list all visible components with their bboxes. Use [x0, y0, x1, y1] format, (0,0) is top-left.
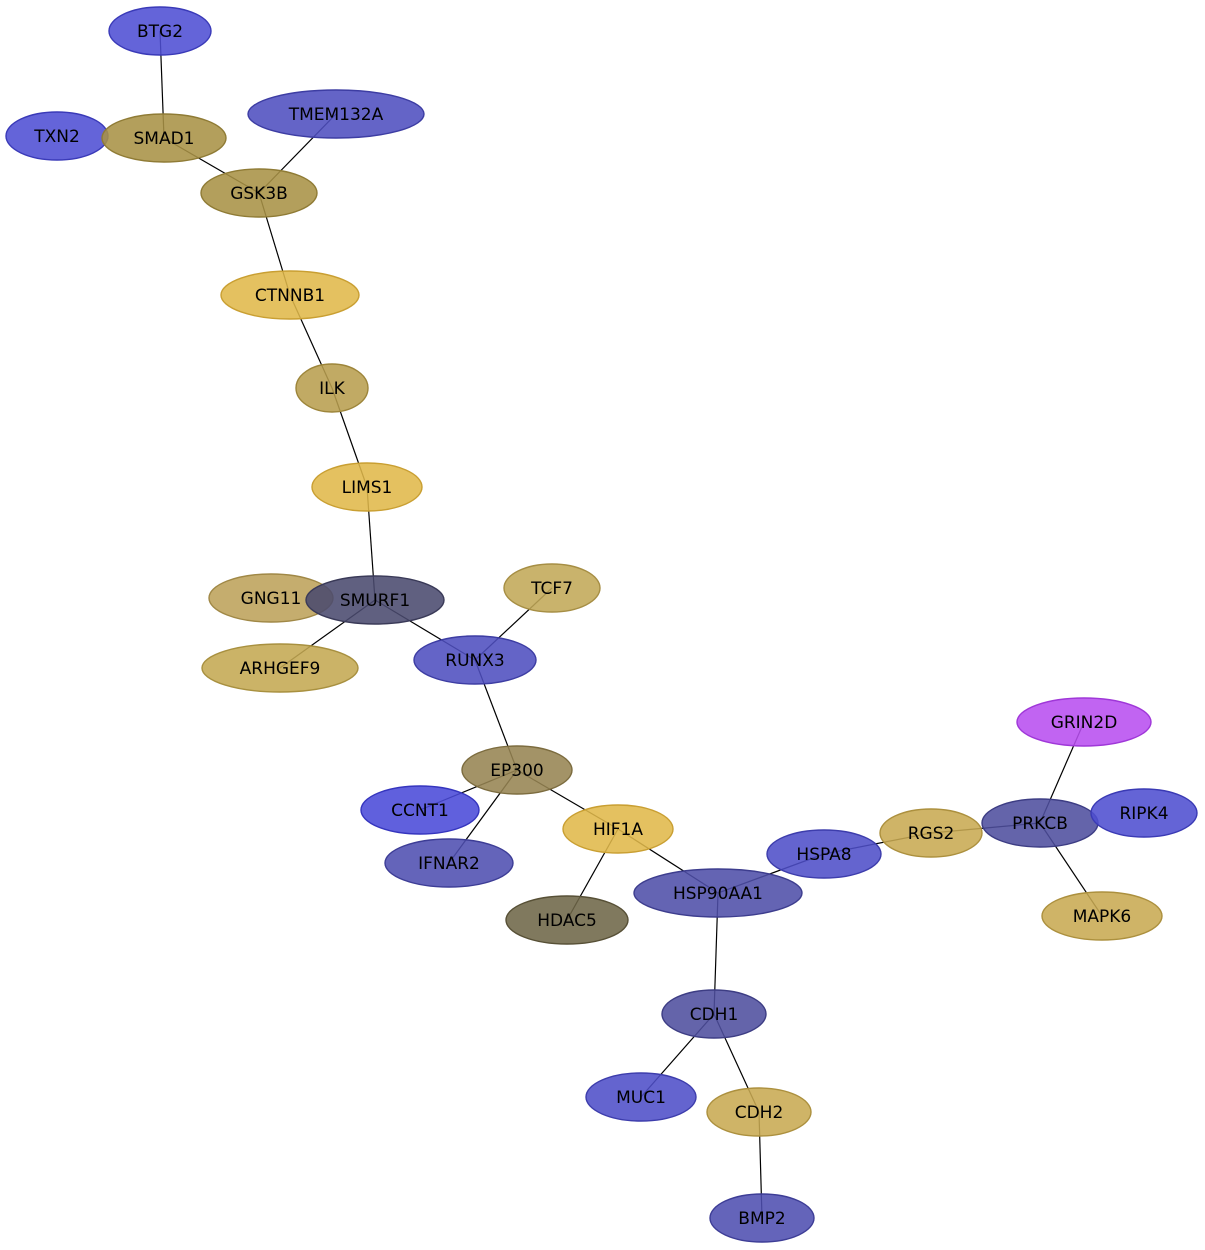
- node-ctnnb1[interactable]: CTNNB1: [220, 270, 360, 320]
- node-label-ifnar2: IFNAR2: [418, 854, 480, 874]
- node-ifnar2[interactable]: IFNAR2: [384, 838, 514, 888]
- node-label-tmem132a: TMEM132A: [288, 105, 384, 125]
- node-label-bmp2: BMP2: [738, 1209, 785, 1229]
- node-txn2[interactable]: TXN2: [5, 111, 109, 161]
- node-ripk4[interactable]: RIPK4: [1090, 788, 1198, 838]
- node-hdac5[interactable]: HDAC5: [505, 895, 629, 945]
- node-label-runx3: RUNX3: [445, 651, 504, 671]
- node-shape-smad1[interactable]: [101, 113, 227, 163]
- node-shape-ilk[interactable]: [295, 363, 369, 413]
- node-shape-bmp2[interactable]: [709, 1193, 815, 1243]
- node-tmem132a[interactable]: TMEM132A: [247, 89, 425, 139]
- node-label-grin2d: GRIN2D: [1051, 713, 1118, 733]
- node-shape-hsp90aa1[interactable]: [633, 868, 803, 918]
- node-arhgef9[interactable]: ARHGEF9: [201, 643, 359, 693]
- node-shape-ctnnb1[interactable]: [220, 270, 360, 320]
- node-label-txn2: TXN2: [33, 127, 80, 147]
- node-label-rgs2: RGS2: [908, 824, 955, 844]
- node-shape-cdh2[interactable]: [706, 1087, 812, 1137]
- node-runx3[interactable]: RUNX3: [413, 635, 537, 685]
- node-label-ripk4: RIPK4: [1119, 804, 1168, 824]
- node-label-ilk: ILK: [319, 379, 345, 399]
- node-shape-hspa8[interactable]: [766, 829, 882, 879]
- node-label-smad1: SMAD1: [134, 129, 195, 149]
- node-label-gsk3b: GSK3B: [230, 184, 288, 204]
- node-smurf1[interactable]: SMURF1: [305, 575, 445, 625]
- node-label-btg2: BTG2: [137, 22, 183, 42]
- node-shape-rgs2[interactable]: [879, 808, 983, 858]
- node-label-cdh2: CDH2: [735, 1103, 784, 1123]
- node-label-mapk6: MAPK6: [1073, 907, 1132, 927]
- node-shape-cdh1[interactable]: [661, 989, 767, 1039]
- node-label-tcf7: TCF7: [530, 579, 573, 599]
- node-grin2d[interactable]: GRIN2D: [1016, 697, 1152, 747]
- node-label-hspa8: HSPA8: [796, 845, 851, 865]
- node-label-ccnt1: CCNT1: [391, 801, 449, 821]
- node-ccnt1[interactable]: CCNT1: [360, 785, 480, 835]
- node-label-ep300: EP300: [490, 761, 543, 781]
- node-shape-mapk6[interactable]: [1041, 891, 1163, 941]
- node-label-prkcb: PRKCB: [1012, 814, 1068, 834]
- node-shape-ccnt1[interactable]: [360, 785, 480, 835]
- node-shape-arhgef9[interactable]: [201, 643, 359, 693]
- node-ilk[interactable]: ILK: [295, 363, 369, 413]
- node-shape-ifnar2[interactable]: [384, 838, 514, 888]
- node-label-hdac5: HDAC5: [537, 911, 597, 931]
- node-prkcb[interactable]: PRKCB: [981, 798, 1099, 848]
- node-cdh2[interactable]: CDH2: [706, 1087, 812, 1137]
- node-btg2[interactable]: BTG2: [108, 6, 212, 56]
- node-label-muc1: MUC1: [616, 1088, 666, 1108]
- node-label-hif1a: HIF1A: [593, 820, 643, 840]
- node-hspa8[interactable]: HSPA8: [766, 829, 882, 879]
- node-label-gng11: GNG11: [241, 589, 302, 609]
- node-cdh1[interactable]: CDH1: [661, 989, 767, 1039]
- node-shape-grin2d[interactable]: [1016, 697, 1152, 747]
- node-shape-lims1[interactable]: [311, 462, 423, 512]
- node-smad1[interactable]: SMAD1: [101, 113, 227, 163]
- node-shape-tmem132a[interactable]: [247, 89, 425, 139]
- node-hif1a[interactable]: HIF1A: [562, 804, 674, 854]
- node-ep300[interactable]: EP300: [461, 745, 573, 795]
- node-shape-ripk4[interactable]: [1090, 788, 1198, 838]
- node-label-cdh1: CDH1: [690, 1005, 739, 1025]
- node-lims1[interactable]: LIMS1: [311, 462, 423, 512]
- node-bmp2[interactable]: BMP2: [709, 1193, 815, 1243]
- node-shape-gsk3b[interactable]: [200, 168, 318, 218]
- node-shape-tcf7[interactable]: [503, 563, 601, 613]
- node-mapk6[interactable]: MAPK6: [1041, 891, 1163, 941]
- node-gng11[interactable]: GNG11: [208, 573, 334, 623]
- node-shape-smurf1[interactable]: [305, 575, 445, 625]
- node-label-smurf1: SMURF1: [340, 591, 410, 611]
- node-shape-ep300[interactable]: [461, 745, 573, 795]
- node-label-hsp90aa1: HSP90AA1: [673, 884, 763, 904]
- node-shape-hif1a[interactable]: [562, 804, 674, 854]
- node-shape-hdac5[interactable]: [505, 895, 629, 945]
- node-shape-runx3[interactable]: [413, 635, 537, 685]
- node-label-ctnnb1: CTNNB1: [255, 286, 325, 306]
- node-label-arhgef9: ARHGEF9: [240, 659, 321, 679]
- node-hsp90aa1[interactable]: HSP90AA1: [633, 868, 803, 918]
- node-gsk3b[interactable]: GSK3B: [200, 168, 318, 218]
- node-rgs2[interactable]: RGS2: [879, 808, 983, 858]
- node-shape-btg2[interactable]: [108, 6, 212, 56]
- node-tcf7[interactable]: TCF7: [503, 563, 601, 613]
- node-shape-muc1[interactable]: [585, 1072, 697, 1122]
- node-muc1[interactable]: MUC1: [585, 1072, 697, 1122]
- node-label-lims1: LIMS1: [342, 478, 393, 498]
